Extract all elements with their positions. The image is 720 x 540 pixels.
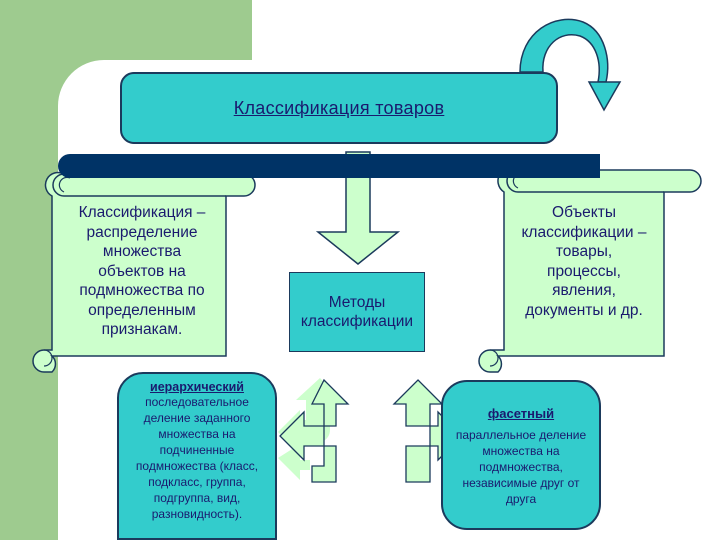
hierarchical-method-box: иерархический последовательное деление з…	[117, 372, 277, 540]
faceted-line: параллельное деление	[455, 428, 587, 442]
faceted-line: независимые друг от	[462, 476, 580, 490]
faceted-method-box: фасетный параллельное деление множества …	[441, 380, 601, 530]
left-split-arrow-icon	[279, 378, 350, 483]
faceted-heading: фасетный	[487, 406, 555, 421]
objects-line: классификации –	[521, 223, 647, 241]
objects-line: явления,	[552, 282, 616, 299]
hierarchical-line: подчиненные	[159, 443, 235, 457]
hierarchical-line: последовательное	[145, 395, 249, 409]
definition-line: определенным	[88, 301, 196, 319]
hierarchical-line: деление заданного	[143, 411, 251, 425]
definition-line: множества	[102, 243, 182, 260]
objects-line: товары,	[555, 243, 613, 260]
hierarchical-heading: иерархический	[150, 380, 244, 394]
page-title: Классификация товаров	[233, 97, 445, 118]
faceted-line: множества на	[482, 444, 560, 458]
objects-text: Объекты классификации – товары, процессы…	[504, 203, 664, 320]
cycle-arrow-icon	[519, 18, 622, 112]
definition-line: признакам.	[101, 321, 183, 338]
faceted-line: друга	[505, 492, 537, 506]
faceted-line: подмножества,	[479, 460, 563, 474]
definition-line: объектов на	[98, 262, 186, 280]
hierarchical-line: подмножества (класс,	[135, 459, 259, 473]
objects-line: процессы,	[547, 262, 621, 280]
right-split-arrow-icon	[392, 379, 463, 483]
objects-line: документы и др.	[525, 301, 643, 319]
title-box: Классификация товаров	[120, 72, 558, 144]
horizontal-bar	[58, 154, 600, 178]
hierarchical-line: разновидность).	[151, 507, 243, 521]
hierarchical-line: подкласс, группа,	[148, 475, 246, 489]
methods-line: Методы	[328, 294, 386, 311]
definition-line: распределение	[86, 223, 198, 241]
hierarchical-line: подгруппа, вид,	[153, 491, 241, 505]
objects-line: Объекты	[552, 204, 616, 221]
definition-line: подмножества по	[79, 282, 205, 299]
definition-scroll	[32, 171, 256, 373]
methods-box: Методы классификации	[289, 272, 425, 352]
objects-scroll	[478, 167, 702, 373]
methods-line: классификации	[300, 313, 414, 330]
definition-line: Классификация –	[78, 204, 206, 221]
hierarchical-line: множества на	[158, 427, 236, 441]
definition-text: Классификация – распределение множества …	[60, 203, 224, 340]
